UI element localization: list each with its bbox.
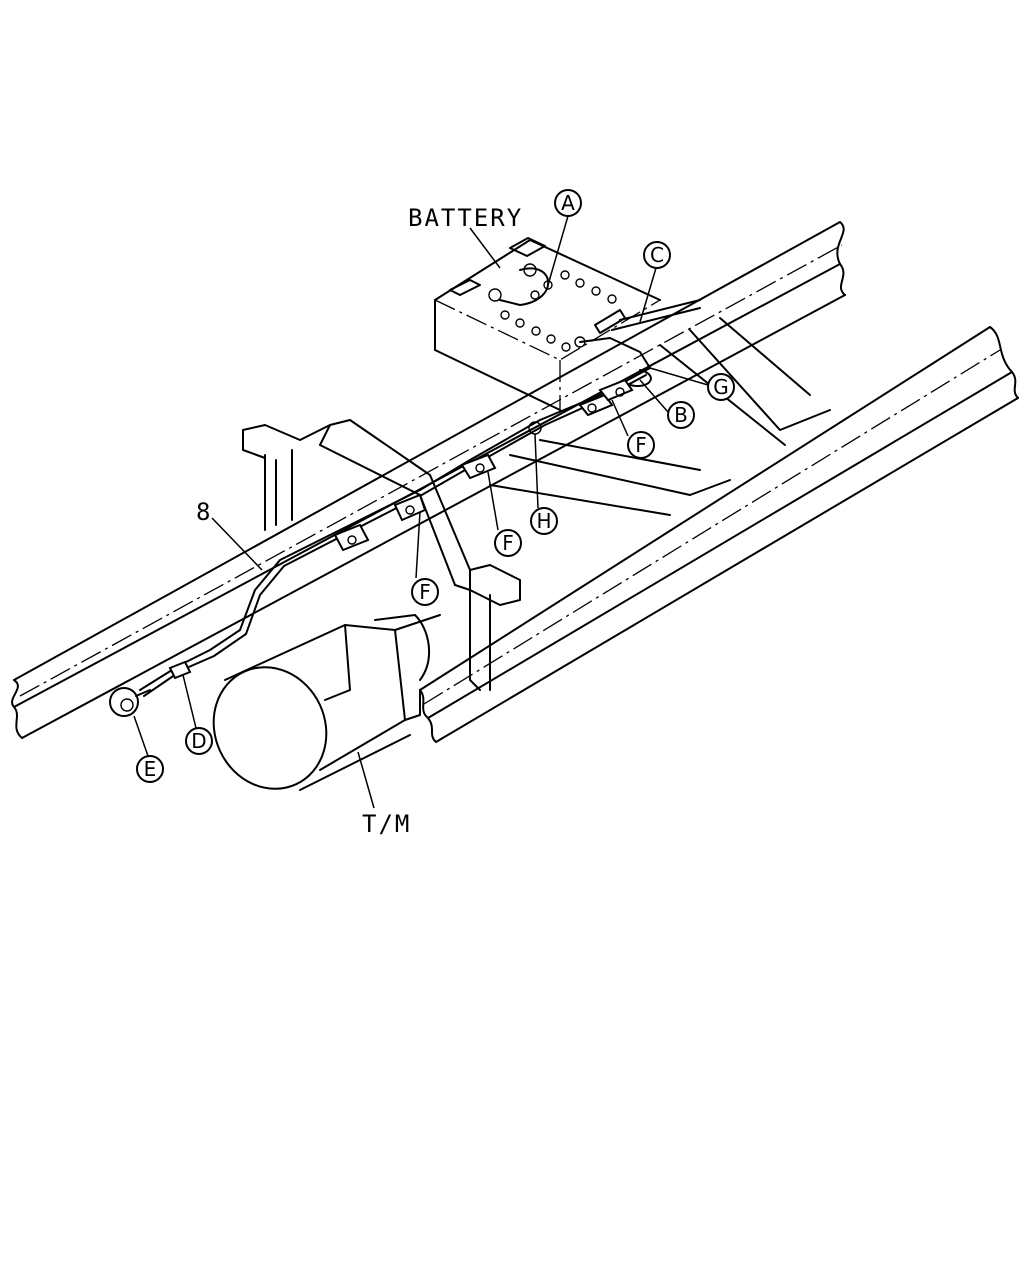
callout-g: G bbox=[707, 373, 735, 401]
callout-b-label: B bbox=[674, 403, 688, 427]
callout-b: B bbox=[667, 401, 695, 429]
callout-c-label: C bbox=[650, 243, 664, 267]
leader-lines bbox=[133, 215, 709, 809]
callout-d-label: D bbox=[191, 729, 206, 753]
callout-a-label: A bbox=[561, 191, 575, 215]
battery-cable bbox=[109, 299, 701, 717]
callout-a: A bbox=[554, 189, 582, 217]
part-number-label: 8 bbox=[196, 498, 212, 526]
callout-e: E bbox=[136, 755, 164, 783]
callout-f-front-label: F bbox=[419, 580, 431, 604]
transmission-label: T/M bbox=[362, 810, 411, 838]
callout-h: H bbox=[530, 507, 558, 535]
left-frame-rail bbox=[11, 221, 846, 739]
battery bbox=[434, 237, 661, 411]
transmission bbox=[212, 614, 441, 791]
callout-f-middle: F bbox=[494, 529, 522, 557]
battery-label: BATTERY bbox=[408, 204, 523, 232]
callout-f-rear-label: F bbox=[635, 433, 647, 457]
callout-d: D bbox=[185, 727, 213, 755]
callout-h-label: H bbox=[536, 509, 551, 533]
right-frame-rail bbox=[419, 326, 1019, 743]
callout-c: C bbox=[643, 241, 671, 269]
callout-f-front: F bbox=[411, 578, 439, 606]
callout-g-label: G bbox=[713, 375, 729, 399]
callout-f-rear: F bbox=[627, 431, 655, 459]
callout-f-middle-label: F bbox=[502, 531, 514, 555]
battery-cells bbox=[500, 270, 617, 352]
callout-e-label: E bbox=[144, 757, 157, 781]
